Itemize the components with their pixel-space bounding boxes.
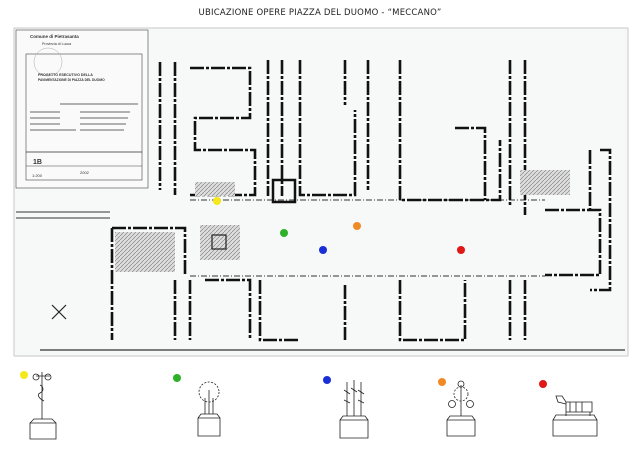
sculpture-legend [20,371,598,440]
legend-dot-green [173,374,181,382]
legend-dot-red [539,380,547,388]
sculpture-orange [446,380,476,437]
project-title-1: PROGETTO ESECUTIVO DELLA [38,73,93,77]
marker-yellow [213,197,221,205]
hatched-area [115,232,175,272]
cross-mark [51,304,67,320]
sheet-number: 1B [33,159,42,166]
sculpture-red [552,395,598,437]
sculpture-green [197,381,221,437]
marker-green [280,229,288,237]
map-markers [213,197,465,254]
scale-text: 1:200 [32,173,43,178]
building-block [271,178,297,204]
buildings [110,60,612,342]
marker-blue [319,246,327,254]
hatched-area [195,182,235,196]
sculpture-yellow [29,372,57,440]
provincia-text: Provincia di Lucca [42,42,71,46]
marker-orange [353,222,361,230]
page-title: UBICAZIONE OPERE PIAZZA DEL DUOMO - “MEC… [198,8,442,18]
legend-dot-blue [323,376,331,384]
marker-red [457,246,465,254]
date-text: 2002 [80,170,90,175]
sculpture-blue [339,380,369,439]
project-title-2: PAVIMENTAZIONE DI PIAZZA DEL DUOMO [38,78,105,82]
comune-text: Comune di Pietrasanta [30,34,79,39]
legend-dot-yellow [20,371,28,379]
street-outlines [16,199,545,277]
legend-dot-orange [438,378,446,386]
monument-base [211,234,227,250]
hatched-area [200,225,240,260]
title-block: Comune di Pietrasanta Provincia di Lucca… [15,29,149,189]
hatched-area [520,170,570,195]
